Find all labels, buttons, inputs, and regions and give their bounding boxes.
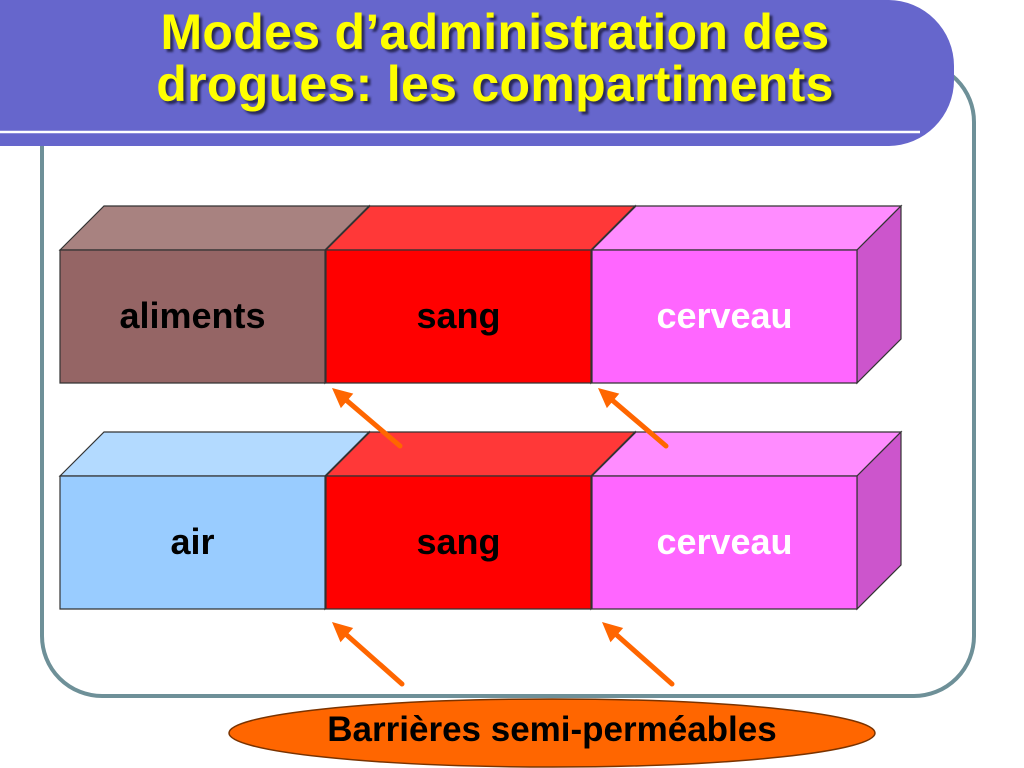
box-front-face [591, 475, 858, 610]
box-top-face [590, 431, 903, 477]
compartment-boxes [58, 204, 903, 611]
box-label: cerveau [656, 521, 793, 562]
barrier-ellipse [228, 698, 876, 768]
compartment-box [590, 430, 903, 611]
box-front-face [325, 475, 592, 610]
box-label: aliments [119, 295, 266, 336]
title-band [0, 0, 954, 146]
box-label: cerveau [656, 295, 793, 336]
barrier-arrow [598, 388, 669, 449]
title-line-2: drogues: les compartiments [156, 56, 834, 112]
box-front-face [59, 249, 326, 384]
box-label: sang [416, 521, 501, 562]
barrier-arrow [332, 388, 403, 449]
box-top-face [324, 205, 637, 251]
box-front-face [591, 249, 858, 384]
barrier-arrow [332, 622, 405, 687]
title-line-1: Modes d’administration des [160, 4, 830, 60]
box-label: air [170, 521, 215, 562]
barrier-arrow [602, 622, 675, 687]
box-front-face [59, 475, 326, 610]
barrier-label: Barrières semi-perméables [327, 710, 777, 749]
box-top-face [324, 431, 637, 477]
box-top-face [590, 205, 903, 251]
slide-title: Modes d’administration des drogues: les … [0, 6, 990, 110]
barrier-arrows [332, 388, 675, 687]
box-label: sang [416, 295, 501, 336]
box-top-face [58, 431, 371, 477]
box-front-face [325, 249, 592, 384]
box-top-face [58, 205, 371, 251]
compartment-box [590, 204, 903, 385]
